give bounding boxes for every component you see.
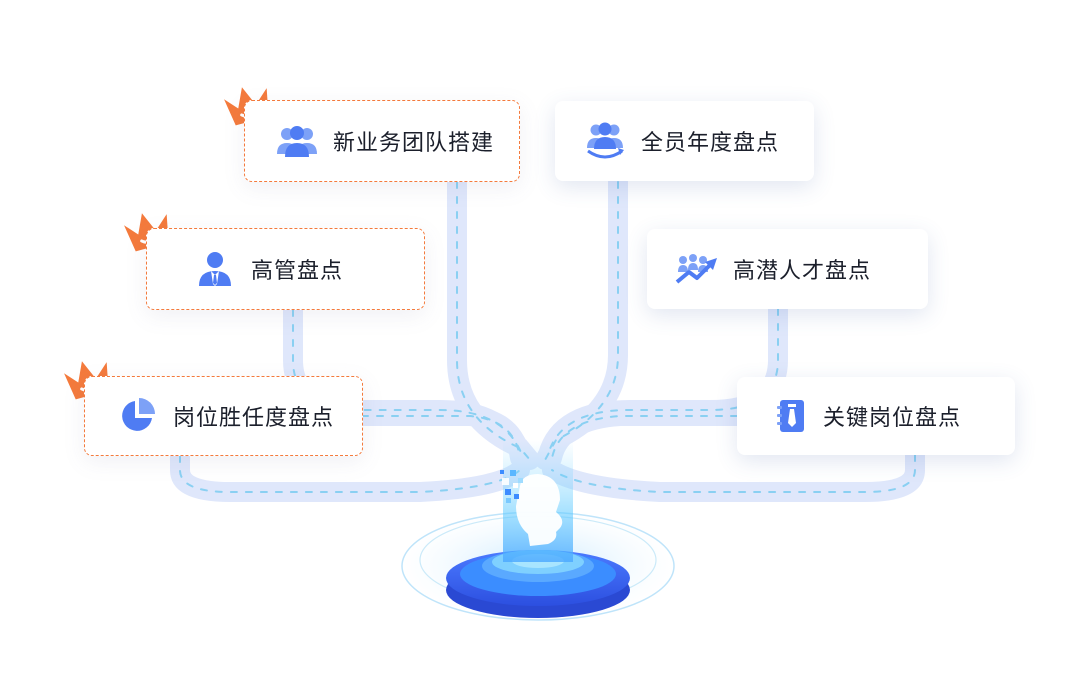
card-label: 新业务团队搭建 — [333, 131, 495, 156]
card-annual-review[interactable]: 全员年度盘点 — [555, 101, 814, 181]
card-executive-review[interactable]: 高管盘点 — [146, 228, 425, 310]
team-cycle-icon — [583, 119, 627, 163]
card-label: 高潜人才盘点 — [733, 259, 872, 284]
card-label: 岗位胜任度盘点 — [173, 406, 335, 431]
id-badge-icon — [769, 394, 813, 438]
executive-icon — [193, 247, 237, 291]
team-icon — [275, 119, 319, 163]
pixel-head-icon — [500, 470, 563, 546]
card-high-potential-review[interactable]: 高潜人才盘点 — [647, 229, 928, 309]
card-competency-review[interactable]: 岗位胜任度盘点 — [84, 376, 363, 456]
card-label: 关键岗位盘点 — [823, 406, 962, 431]
card-label: 高管盘点 — [251, 259, 344, 284]
growth-trend-icon — [675, 247, 719, 291]
card-label: 全员年度盘点 — [641, 131, 780, 156]
pie-chart-icon — [115, 394, 159, 438]
card-key-position-review[interactable]: 关键岗位盘点 — [737, 377, 1015, 455]
card-new-business-team[interactable]: 新业务团队搭建 — [244, 100, 520, 182]
